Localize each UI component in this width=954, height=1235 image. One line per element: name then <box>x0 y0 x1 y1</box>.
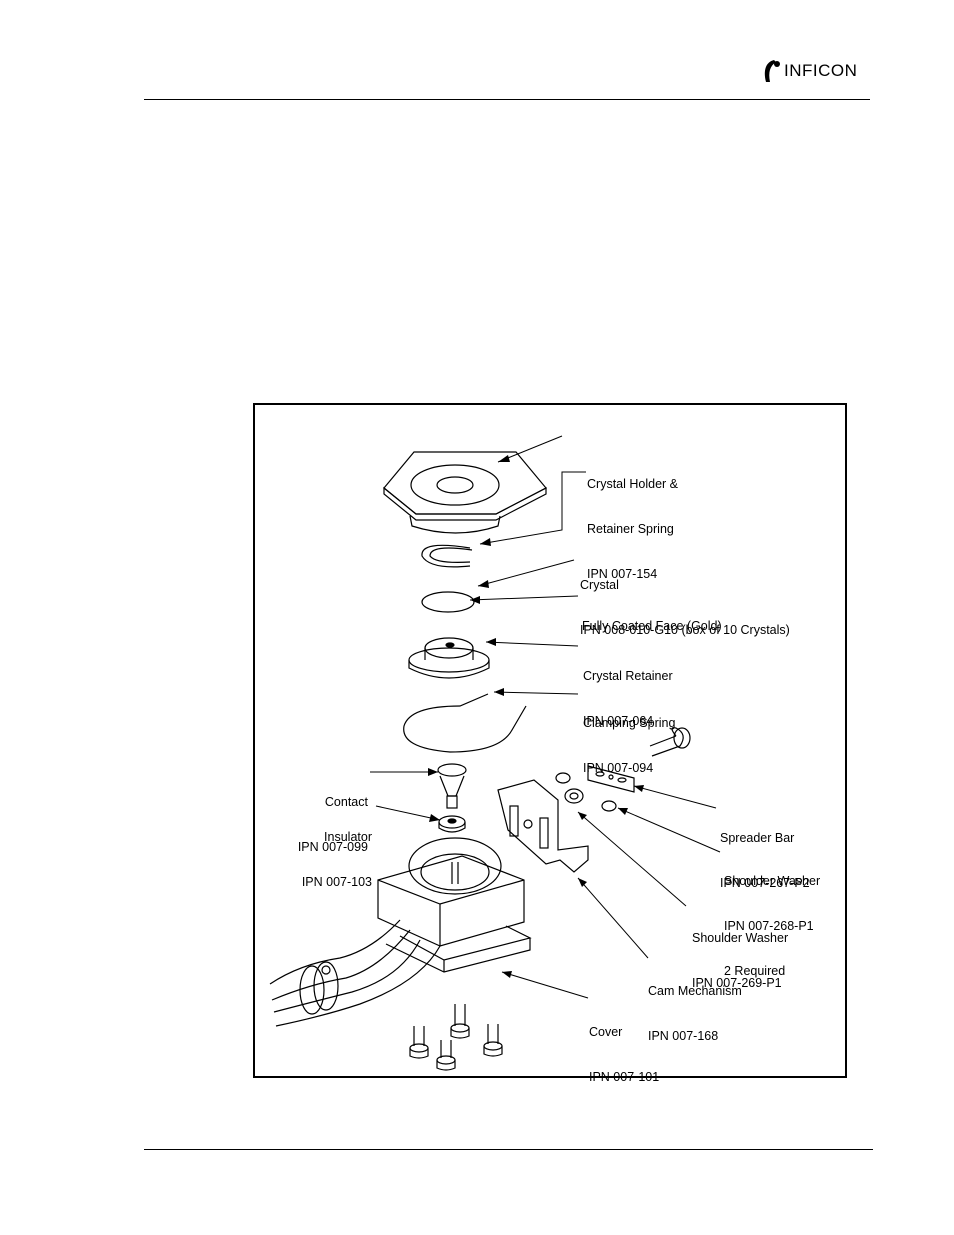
callout-shoulder-washer-269: Shoulder Washer IPN 007-269-P1 <box>692 901 788 1006</box>
callout-line: IPN 007-103 <box>301 875 372 889</box>
pin-screw-part <box>649 727 691 757</box>
callout-line: IPN 007-094 <box>583 761 654 775</box>
cam-mechanism-part <box>497 779 589 873</box>
crystal-part <box>421 591 475 613</box>
inficon-logo-mark-icon <box>764 60 780 82</box>
callout-line: IPN 007-154 <box>587 567 658 581</box>
callout-line: Crystal Holder & <box>587 477 678 491</box>
callout-line: Insulator <box>324 830 372 844</box>
footer-rule <box>144 1149 873 1150</box>
callout-line: Retainer Spring <box>587 522 674 536</box>
callout-line: IPN 007-267-P2 <box>720 876 810 890</box>
leader-lines <box>370 435 721 999</box>
callout-line: Contact <box>324 795 368 809</box>
crystal-retainer-part <box>408 637 490 679</box>
callout-line: Spreader Bar <box>720 831 795 845</box>
inficon-logo: INFICON <box>760 58 857 84</box>
sensor-body-part <box>377 837 532 973</box>
logo-text: INFICON <box>784 61 858 80</box>
crystal-holder-part <box>383 451 547 534</box>
callout-line: Shoulder Washer <box>724 874 821 888</box>
callout-line: IPN 007-099 <box>297 840 368 854</box>
arrow-heads <box>428 455 644 978</box>
callout-line: IPN 007-101 <box>589 1070 660 1084</box>
clamping-spring-part <box>403 693 527 753</box>
retainer-spring-part <box>421 544 473 568</box>
callout-line: Fully Coated Face (Gold) <box>582 619 722 633</box>
callout-line: IPN 007-269-P1 <box>692 976 782 990</box>
callout-line: IPN 007-168 <box>648 1029 719 1043</box>
cover-screws-part <box>409 1004 503 1071</box>
callout-shoulder-washer-268: Shoulder Washer IPN 007-268-P1 2 Require… <box>724 844 820 994</box>
spreader-bar-part <box>587 765 635 793</box>
callout-cam-mechanism: Cam Mechanism IPN 007-168 <box>648 954 742 1059</box>
callout-insulator: Insulator IPN 007-103 <box>280 800 372 905</box>
callout-contact: Contact IPN 007-099 <box>280 765 368 870</box>
callout-fully-coated-face: Fully Coated Face (Gold) <box>582 589 722 649</box>
insulator-part <box>438 815 466 833</box>
callout-crystal-retainer: Crystal Retainer IPN 007-064 <box>583 639 673 744</box>
callout-line: IPN 007-268-P1 <box>724 919 814 933</box>
callout-line: IPN 007-064 <box>583 714 654 728</box>
shoulder-washer-parts <box>555 772 617 812</box>
callout-line: Crystal <box>580 578 619 592</box>
cable-assembly-part <box>269 919 441 1027</box>
callout-line: Shoulder Washer <box>692 931 789 945</box>
figure-frame <box>253 403 847 1078</box>
header-rule <box>144 99 870 100</box>
callout-cover: Cover IPN 007-101 <box>589 995 659 1100</box>
callout-line: Cam Mechanism <box>648 984 742 998</box>
callout-line: IPN 008-010-G10 (box of 10 Crystals) <box>580 623 790 637</box>
callout-crystal: Crystal IPN 008-010-G10 (box of 10 Cryst… <box>580 548 790 653</box>
callout-crystal-holder: Crystal Holder & Retainer Spring IPN 007… <box>587 447 678 597</box>
callout-line: 2 Required <box>724 964 786 978</box>
callout-clamping-spring: Clamping Spring IPN 007-094 <box>583 686 675 791</box>
callout-line: Crystal Retainer <box>583 669 673 683</box>
contact-part <box>437 763 467 809</box>
callout-line: Cover <box>589 1025 623 1039</box>
callout-line: Clamping Spring <box>583 716 676 730</box>
callout-spreader-bar: Spreader Bar IPN 007-267-P2 <box>720 801 810 906</box>
